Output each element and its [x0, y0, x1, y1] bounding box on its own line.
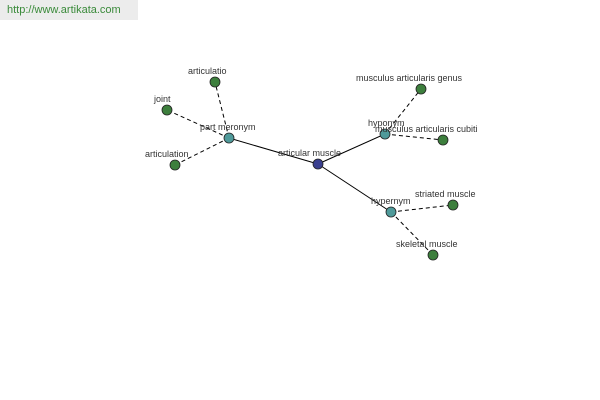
label-leaf-skeletal[interactable]: skeletal muscle: [396, 239, 458, 249]
url-bar: http://www.artikata.com: [0, 0, 138, 20]
edge-part_meronym-articulation: [174, 137, 230, 166]
site-url-link[interactable]: http://www.artikata.com: [7, 4, 121, 16]
node-relation-part_meronym[interactable]: [223, 132, 235, 144]
graph-edges: [166, 81, 454, 256]
edge-hyponym-musc_cubiti: [384, 133, 444, 141]
edge-hyponym-musc_genus: [384, 88, 422, 135]
node-center[interactable]: [312, 158, 324, 170]
edge-hypernym-skeletal: [390, 211, 434, 256]
edge-part_meronym-joint: [166, 109, 230, 139]
node-leaf-striated[interactable]: [447, 199, 459, 211]
node-leaf-skeletal[interactable]: [427, 249, 439, 261]
label-leaf-articulatio[interactable]: articulatio: [188, 66, 227, 76]
label-relation-hypernym[interactable]: hypernym: [371, 196, 411, 206]
label-relation-hyponym[interactable]: hyponym: [368, 118, 405, 128]
edge-center-hyponym: [317, 133, 386, 165]
edge-hypernym-striated: [390, 204, 454, 213]
graph-labels: articular muscle part meronym hyponym hyper…: [145, 66, 478, 249]
node-leaf-musc_cubiti[interactable]: [437, 134, 449, 146]
graph-nodes: [161, 76, 459, 261]
label-relation-part_meronym[interactable]: part meronym: [200, 122, 256, 132]
edge-center-hypernym: [317, 163, 392, 213]
label-leaf-articulation[interactable]: articulation: [145, 149, 189, 159]
label-leaf-striated[interactable]: striated muscle: [415, 189, 476, 199]
label-center[interactable]: articular muscle: [278, 148, 341, 158]
node-leaf-articulatio[interactable]: [209, 76, 221, 88]
node-relation-hypernym[interactable]: [385, 206, 397, 218]
edge-center-part_meronym: [228, 137, 319, 165]
node-relation-hyponym[interactable]: [379, 128, 391, 140]
label-leaf-joint[interactable]: joint: [153, 94, 171, 104]
edge-part_meronym-articulatio: [214, 81, 230, 139]
node-leaf-joint[interactable]: [161, 104, 173, 116]
node-leaf-musc_genus[interactable]: [415, 83, 427, 95]
label-leaf-musc_genus[interactable]: musculus articularis genus: [356, 73, 463, 83]
label-leaf-musc_cubiti[interactable]: musculus articularis cubiti: [375, 124, 478, 134]
node-leaf-articulation[interactable]: [169, 159, 181, 171]
